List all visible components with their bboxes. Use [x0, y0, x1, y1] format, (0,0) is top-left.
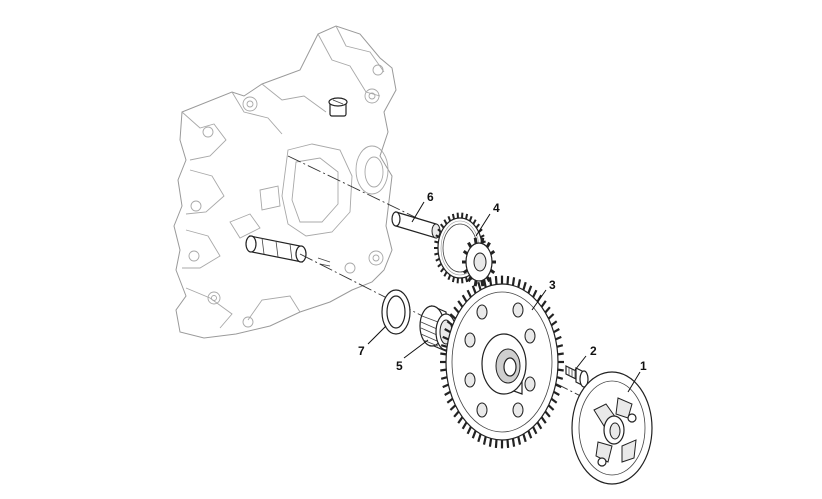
part-7-washer	[381, 289, 411, 335]
callout-6: 6	[427, 190, 434, 204]
callout-3: 3	[549, 278, 556, 292]
part-6-pin	[391, 211, 441, 239]
part-3-starter-driven-gear	[440, 275, 564, 449]
callout-1: 1	[640, 359, 647, 373]
callout-labels: 1 2 3 4 5 6 7	[358, 190, 647, 373]
part-1-one-way-clutch	[571, 371, 653, 485]
part-2-bolt	[565, 365, 589, 388]
leader-lines	[367, 201, 641, 393]
callout-7: 7	[358, 344, 365, 358]
callout-2: 2	[590, 344, 597, 358]
crankcase-housing	[173, 25, 397, 339]
part-4-idler-gear	[434, 212, 496, 287]
callout-5: 5	[396, 359, 403, 373]
callout-4: 4	[493, 201, 500, 215]
